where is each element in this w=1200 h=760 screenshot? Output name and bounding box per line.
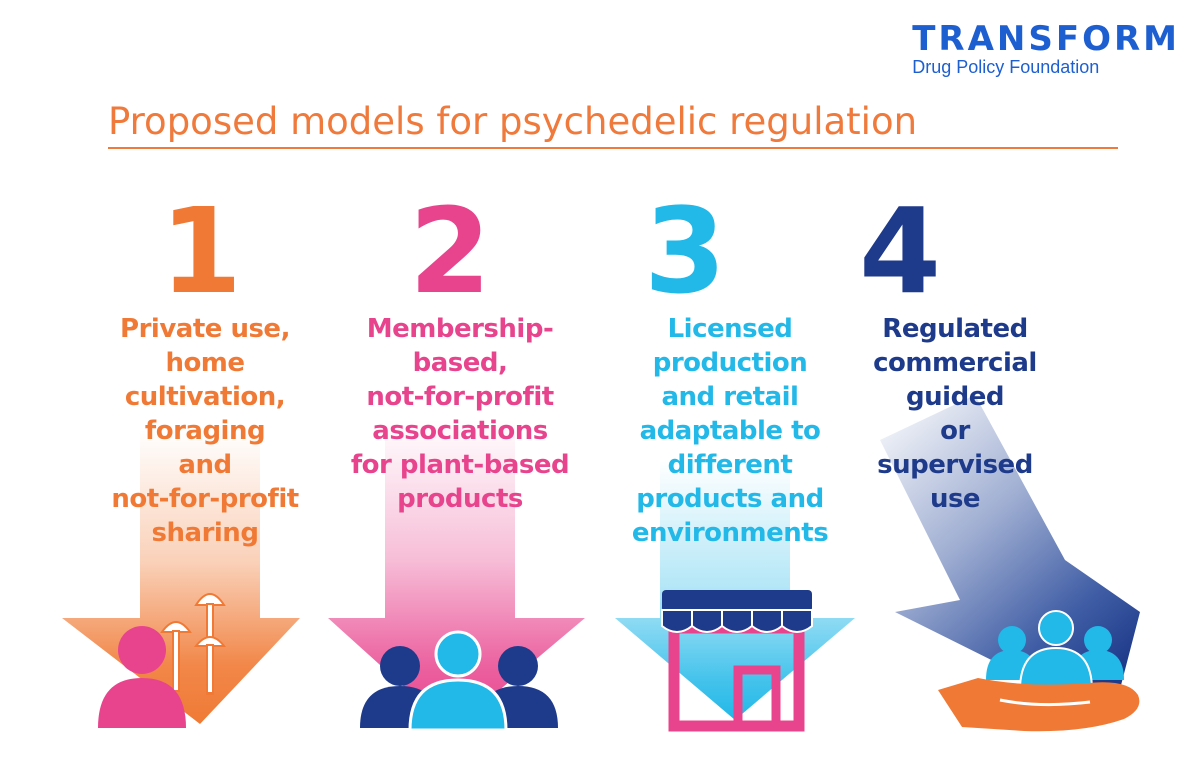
group-of-people-icon [360, 630, 558, 732]
model-3-line: products and [636, 484, 824, 514]
model-3-description: Licensed production and retail adaptable… [600, 312, 860, 550]
model-2-line: for plant-based [350, 450, 570, 480]
model-3-line: different [667, 450, 793, 480]
person-with-mushrooms-icon [98, 593, 227, 728]
model-4-line: use [929, 484, 981, 514]
model-3-line: environments [631, 518, 829, 548]
logo-name: TRANSFORM [912, 19, 1180, 59]
model-1-line: sharing [151, 518, 259, 548]
model-4-line: guided [906, 382, 1004, 412]
model-4-number: 4 [858, 182, 942, 320]
arrow-4 [880, 395, 1140, 720]
model-1-number: 1 [160, 182, 243, 320]
transform-logo: TRANSFORM Drug Policy Foundation [912, 22, 1180, 78]
model-3-line: and retail [661, 382, 799, 412]
model-2-line: associations [372, 416, 548, 446]
model-1-description: Private use, home cultivation, foraging … [80, 312, 330, 550]
model-4-description: Regulated commercial guided or supervise… [840, 312, 1070, 516]
model-3-line: production [652, 348, 808, 378]
model-2-line: not-for-profit [366, 382, 554, 412]
model-4-line: commercial [873, 348, 1037, 378]
model-2-line: based, [412, 348, 508, 378]
model-2-line: products [397, 484, 523, 514]
model-3-line: Licensed [667, 314, 793, 344]
model-4-line: Regulated [882, 314, 1028, 344]
model-4-line: or [940, 416, 970, 446]
page-title: Proposed models for psychedelic regulati… [108, 100, 1118, 149]
model-1-line: home [165, 348, 245, 378]
shop-storefront-icon [661, 590, 813, 732]
model-1-line: not-for-profit [111, 484, 299, 514]
model-1-line: Private use, [120, 314, 290, 344]
model-1-line: cultivation, [124, 382, 286, 412]
model-2-number: 2 [408, 182, 492, 320]
model-3-number: 3 [643, 182, 727, 320]
model-3-line: adaptable to [639, 416, 821, 446]
model-1-line: foraging [144, 416, 266, 446]
logo-subtitle: Drug Policy Foundation [912, 57, 1100, 77]
model-2-line: Membership- [366, 314, 554, 344]
model-4-line: supervised [877, 450, 1033, 480]
model-1-line: and [178, 450, 232, 480]
model-2-description: Membership- based, not-for-profit associ… [330, 312, 590, 516]
hand-holding-people-icon [938, 610, 1140, 732]
